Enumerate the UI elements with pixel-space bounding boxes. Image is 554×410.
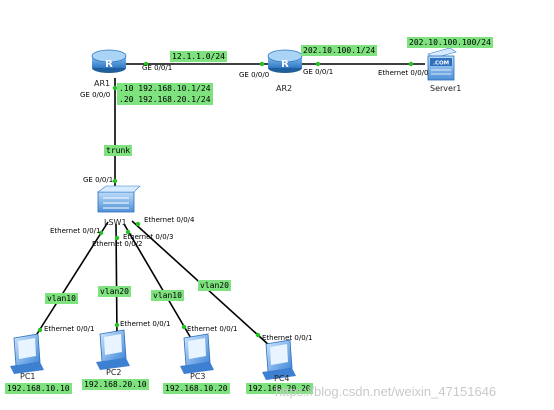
- device-label-pc3: PC3: [190, 372, 206, 381]
- ip-label-pc2: 192.168.20.10: [82, 379, 149, 390]
- net-label-ar2-server: 202.10.100.1/24: [301, 45, 378, 56]
- port-label-ar2-ge000: GE 0/0/0: [239, 71, 270, 79]
- port-dot: [315, 61, 321, 67]
- port-dot: [135, 221, 141, 227]
- port-label-ar1-ge000: GE 0/0/0: [80, 91, 111, 99]
- port-label-pc1-eth: Ethernet 0/0/1: [44, 325, 95, 333]
- ip-label-pc4: 192.168.20.20: [246, 383, 313, 394]
- port-dot: [125, 229, 131, 235]
- trunk-label: trunk: [104, 145, 133, 156]
- subif-label-20: .20 192.168.20.1/24: [117, 94, 213, 105]
- port-label-pc3-eth: Ethernet 0/0/1: [187, 325, 238, 333]
- device-label-pc4: PC4: [274, 374, 290, 383]
- vlan-label-pc4: vlan20: [198, 280, 231, 291]
- port-label-ar1-ge001: GE 0/0/1: [142, 64, 173, 72]
- svg-text:R: R: [105, 59, 113, 70]
- port-dots: [37, 61, 414, 338]
- port-dot: [37, 327, 43, 333]
- device-label-lsw1: LSW1: [104, 218, 127, 227]
- links: [29, 63, 425, 347]
- device-label-pc2: PC2: [106, 368, 122, 377]
- link-lsw1-pc2: [115, 223, 118, 339]
- svg-text:R: R: [281, 59, 289, 70]
- switch-lsw1-icon[interactable]: [97, 185, 141, 213]
- port-dot: [98, 230, 104, 236]
- net-label-ar1-ar2: 12.1.1.0/24: [170, 51, 227, 62]
- vlan-label-pc1: vlan10: [45, 293, 78, 304]
- server-icon[interactable]: .COM: [427, 47, 457, 81]
- pc3-icon[interactable]: [180, 333, 214, 374]
- device-label-server1: Server1: [430, 84, 462, 93]
- net-label-server: 202.10.100.100/24: [407, 37, 493, 48]
- vlan-label-pc3: vlan10: [151, 290, 184, 301]
- server-badge: .COM: [433, 61, 449, 67]
- watermark: https://blog.csdn.net/weixin_47151646: [275, 384, 497, 399]
- ip-label-pc1: 192.168.10.10: [5, 383, 72, 394]
- port-label-lsw-ge001: GE 0/0/1: [83, 176, 114, 184]
- port-dot: [255, 332, 261, 338]
- port-dot: [259, 61, 265, 67]
- port-dot: [114, 235, 120, 241]
- pc2-icon[interactable]: [96, 329, 130, 370]
- port-label-server-eth: Ethernet 0/0/0: [378, 69, 429, 77]
- port-dot: [112, 85, 118, 91]
- port-dot: [114, 322, 120, 328]
- device-label-ar2: AR2: [276, 84, 293, 93]
- ip-label-pc3: 192.168.10.20: [163, 383, 230, 394]
- pc4-icon[interactable]: [262, 339, 296, 380]
- link-lsw1-pc1: [29, 221, 109, 346]
- port-dot: [112, 178, 118, 184]
- port-label-lsw-e3: Ethernet 0/0/3: [123, 233, 174, 241]
- router-ar2-icon[interactable]: R: [267, 49, 303, 73]
- port-dot: [181, 324, 187, 330]
- device-label-ar1: AR1: [94, 79, 111, 88]
- subif-label-10: .10 192.168.10.1/24: [117, 83, 213, 94]
- link-lsw1-pc3: [123, 223, 193, 341]
- router-ar1-icon[interactable]: R: [91, 49, 127, 73]
- device-label-pc1: PC1: [20, 372, 36, 381]
- port-label-lsw-e4: Ethernet 0/0/4: [144, 216, 195, 224]
- port-label-lsw-e1: Ethernet 0/0/1: [50, 227, 101, 235]
- port-dot: [143, 61, 149, 67]
- pc1-icon[interactable]: [10, 333, 44, 374]
- port-label-lsw-e2: Ethernet 0/0/2: [92, 240, 143, 248]
- port-label-ar2-ge001: GE 0/0/1: [303, 68, 334, 76]
- port-dot: [408, 61, 414, 67]
- vlan-label-pc2: vlan20: [98, 286, 131, 297]
- port-label-pc4-eth: Ethernet 0/0/1: [262, 334, 313, 342]
- port-label-pc2-eth: Ethernet 0/0/1: [120, 320, 171, 328]
